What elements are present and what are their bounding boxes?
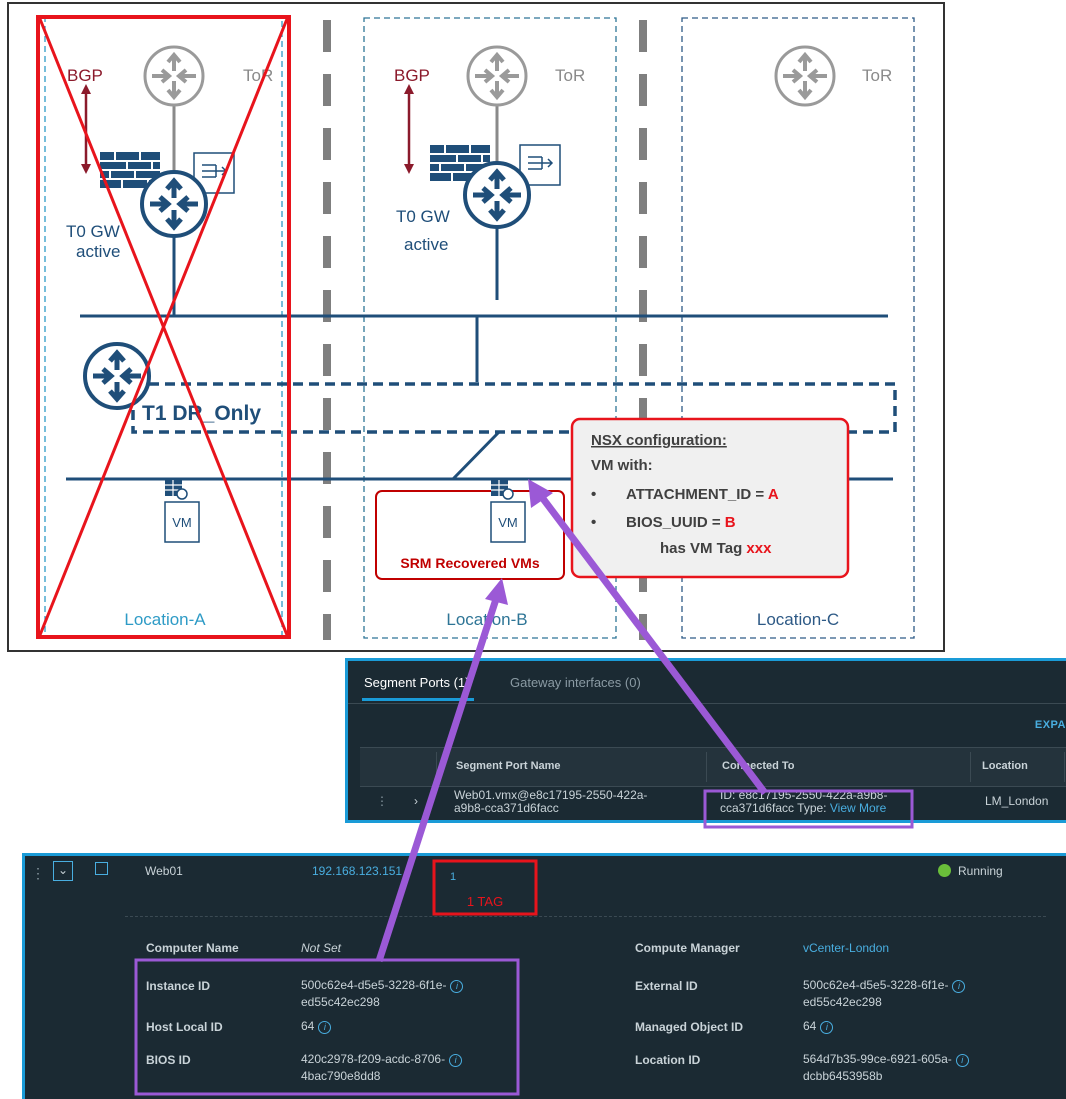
expand-all-button[interactable]: EXPA (1034, 719, 1066, 731)
info-icon[interactable]: i (820, 1021, 834, 1034)
field-value-computer-name: Not Set (301, 941, 342, 955)
vm-icon-a: VM (164, 479, 200, 543)
t0-label-a-line2: active (76, 242, 120, 261)
running-status-icon (938, 864, 951, 877)
t0-label-a-line1: T0 GW (66, 222, 120, 241)
tor-label-a: ToR (243, 66, 273, 85)
segment-ports-panel: Segment Ports (1) Gateway interfaces (0)… (345, 658, 1066, 823)
t1-label: T1 DR_Only (142, 402, 261, 425)
column-header-connected-to[interactable]: Connected To (722, 760, 795, 772)
segment-ports-tabs: Segment Ports (1) Gateway interfaces (0) (348, 661, 1066, 704)
vm-icon-b: VM (490, 479, 526, 543)
svg-text:ATTACHMENT_ID = A: ATTACHMENT_ID = A (626, 486, 779, 503)
srm-label: SRM Recovered VMs (400, 555, 539, 571)
t1-dr-box (131, 382, 897, 434)
location-value: LM_London (985, 794, 1049, 808)
bgp-label-b: BGP (394, 66, 430, 85)
vm-detail-panel: ⋮ ⌄ Web01 192.168.123.151 1 Running Comp… (22, 853, 1066, 1099)
collapse-chevron-icon[interactable]: ⌄ (53, 861, 73, 881)
location-b-label: Location-B (446, 610, 527, 629)
vm-name: Web01 (145, 864, 183, 878)
nsx-config-callout: NSX configuration: VM with: • ATTACHMENT… (570, 417, 850, 579)
t1-router-icon (85, 344, 149, 408)
tor-label-b: ToR (555, 66, 585, 85)
column-header-port-name[interactable]: Segment Port Name (456, 760, 561, 772)
svg-text:VM: VM (172, 515, 192, 530)
tab-gateway-interfaces[interactable]: Gateway interfaces (0) (510, 675, 641, 690)
column-header-location[interactable]: Location (982, 760, 1028, 772)
svg-text:•: • (591, 514, 596, 531)
field-label-managed-object-id: Managed Object ID (635, 1020, 744, 1034)
vm-row-header: ⋮ ⌄ Web01 192.168.123.151 1 Running (25, 856, 1066, 914)
bgp-label-a: BGP (67, 66, 103, 85)
row-expand-chevron-icon[interactable]: › (414, 794, 418, 808)
info-icon[interactable]: i (318, 1021, 332, 1034)
svg-text:has VM Tag xxx: has VM Tag xxx (660, 540, 772, 557)
t1-to-segment (451, 430, 501, 481)
field-label-host-local-id: Host Local ID (146, 1020, 223, 1034)
field-label-computer-name: Computer Name (146, 941, 239, 955)
info-icon[interactable]: i (450, 980, 464, 993)
location-b-box (363, 17, 617, 639)
vm-ip-address[interactable]: 192.168.123.151 (312, 864, 403, 878)
segment-ports-table-header: Segment Port Name Connected To Location (360, 747, 1066, 787)
connected-to-value: ID: e8c17195-2550-422a-a9b8-cca371d6facc… (720, 788, 888, 815)
svg-text:BIOS_UUID = B: BIOS_UUID = B (626, 514, 736, 531)
info-icon[interactable]: i (449, 1054, 463, 1067)
info-icon[interactable]: i (952, 980, 966, 993)
view-more-link[interactable]: View More (829, 801, 887, 815)
svg-text:NSX configuration:: NSX configuration: (591, 432, 727, 449)
svg-text:VM: VM (498, 515, 518, 530)
t0-router-icon-b (465, 163, 529, 227)
vm-status: Running (958, 864, 1003, 878)
row-actions-icon[interactable]: ⋮ (376, 794, 388, 808)
bgp-arrow-a (81, 84, 91, 174)
location-a-label: Location-A (124, 610, 206, 629)
segment-port-name: Web01.vmx@e8c17195-2550-422a-a9b8-cca371… (454, 788, 648, 815)
svg-text:VM with:: VM with: (591, 457, 653, 474)
t0-label-b-line2: active (404, 235, 448, 254)
vm-type-icon (95, 862, 108, 875)
field-label-instance-id: Instance ID (146, 979, 211, 993)
location-c-box (681, 17, 915, 639)
tag-count[interactable]: 1 (450, 871, 457, 883)
t0-router-icon-a (142, 172, 206, 236)
header-divider (125, 916, 1046, 917)
tor-label-c: ToR (862, 66, 892, 85)
field-label-compute-manager: Compute Manager (635, 941, 740, 955)
location-c-label: Location-C (757, 610, 839, 629)
field-label-location-id: Location ID (635, 1053, 701, 1067)
t0-label-b-line1: T0 GW (396, 207, 450, 226)
location-a-failed-cross (36, 15, 291, 639)
field-label-external-id: External ID (635, 979, 698, 993)
tab-segment-ports[interactable]: Segment Ports (1) (364, 675, 470, 690)
table-row: ⋮ › Web01.vmx@e8c17195-2550-422a-a9b8-cc… (360, 785, 1066, 823)
info-icon[interactable]: i (955, 1054, 969, 1067)
location-c-tor (774, 45, 836, 107)
tab-active-underline (362, 698, 474, 701)
vm-actions-icon[interactable]: ⋮ (31, 865, 45, 881)
svg-text:•: • (591, 486, 596, 503)
location-a-tor (143, 45, 205, 180)
bgp-arrow-b (404, 84, 414, 174)
field-label-bios-id: BIOS ID (146, 1053, 191, 1067)
field-value-compute-manager[interactable]: vCenter-London (803, 941, 890, 955)
